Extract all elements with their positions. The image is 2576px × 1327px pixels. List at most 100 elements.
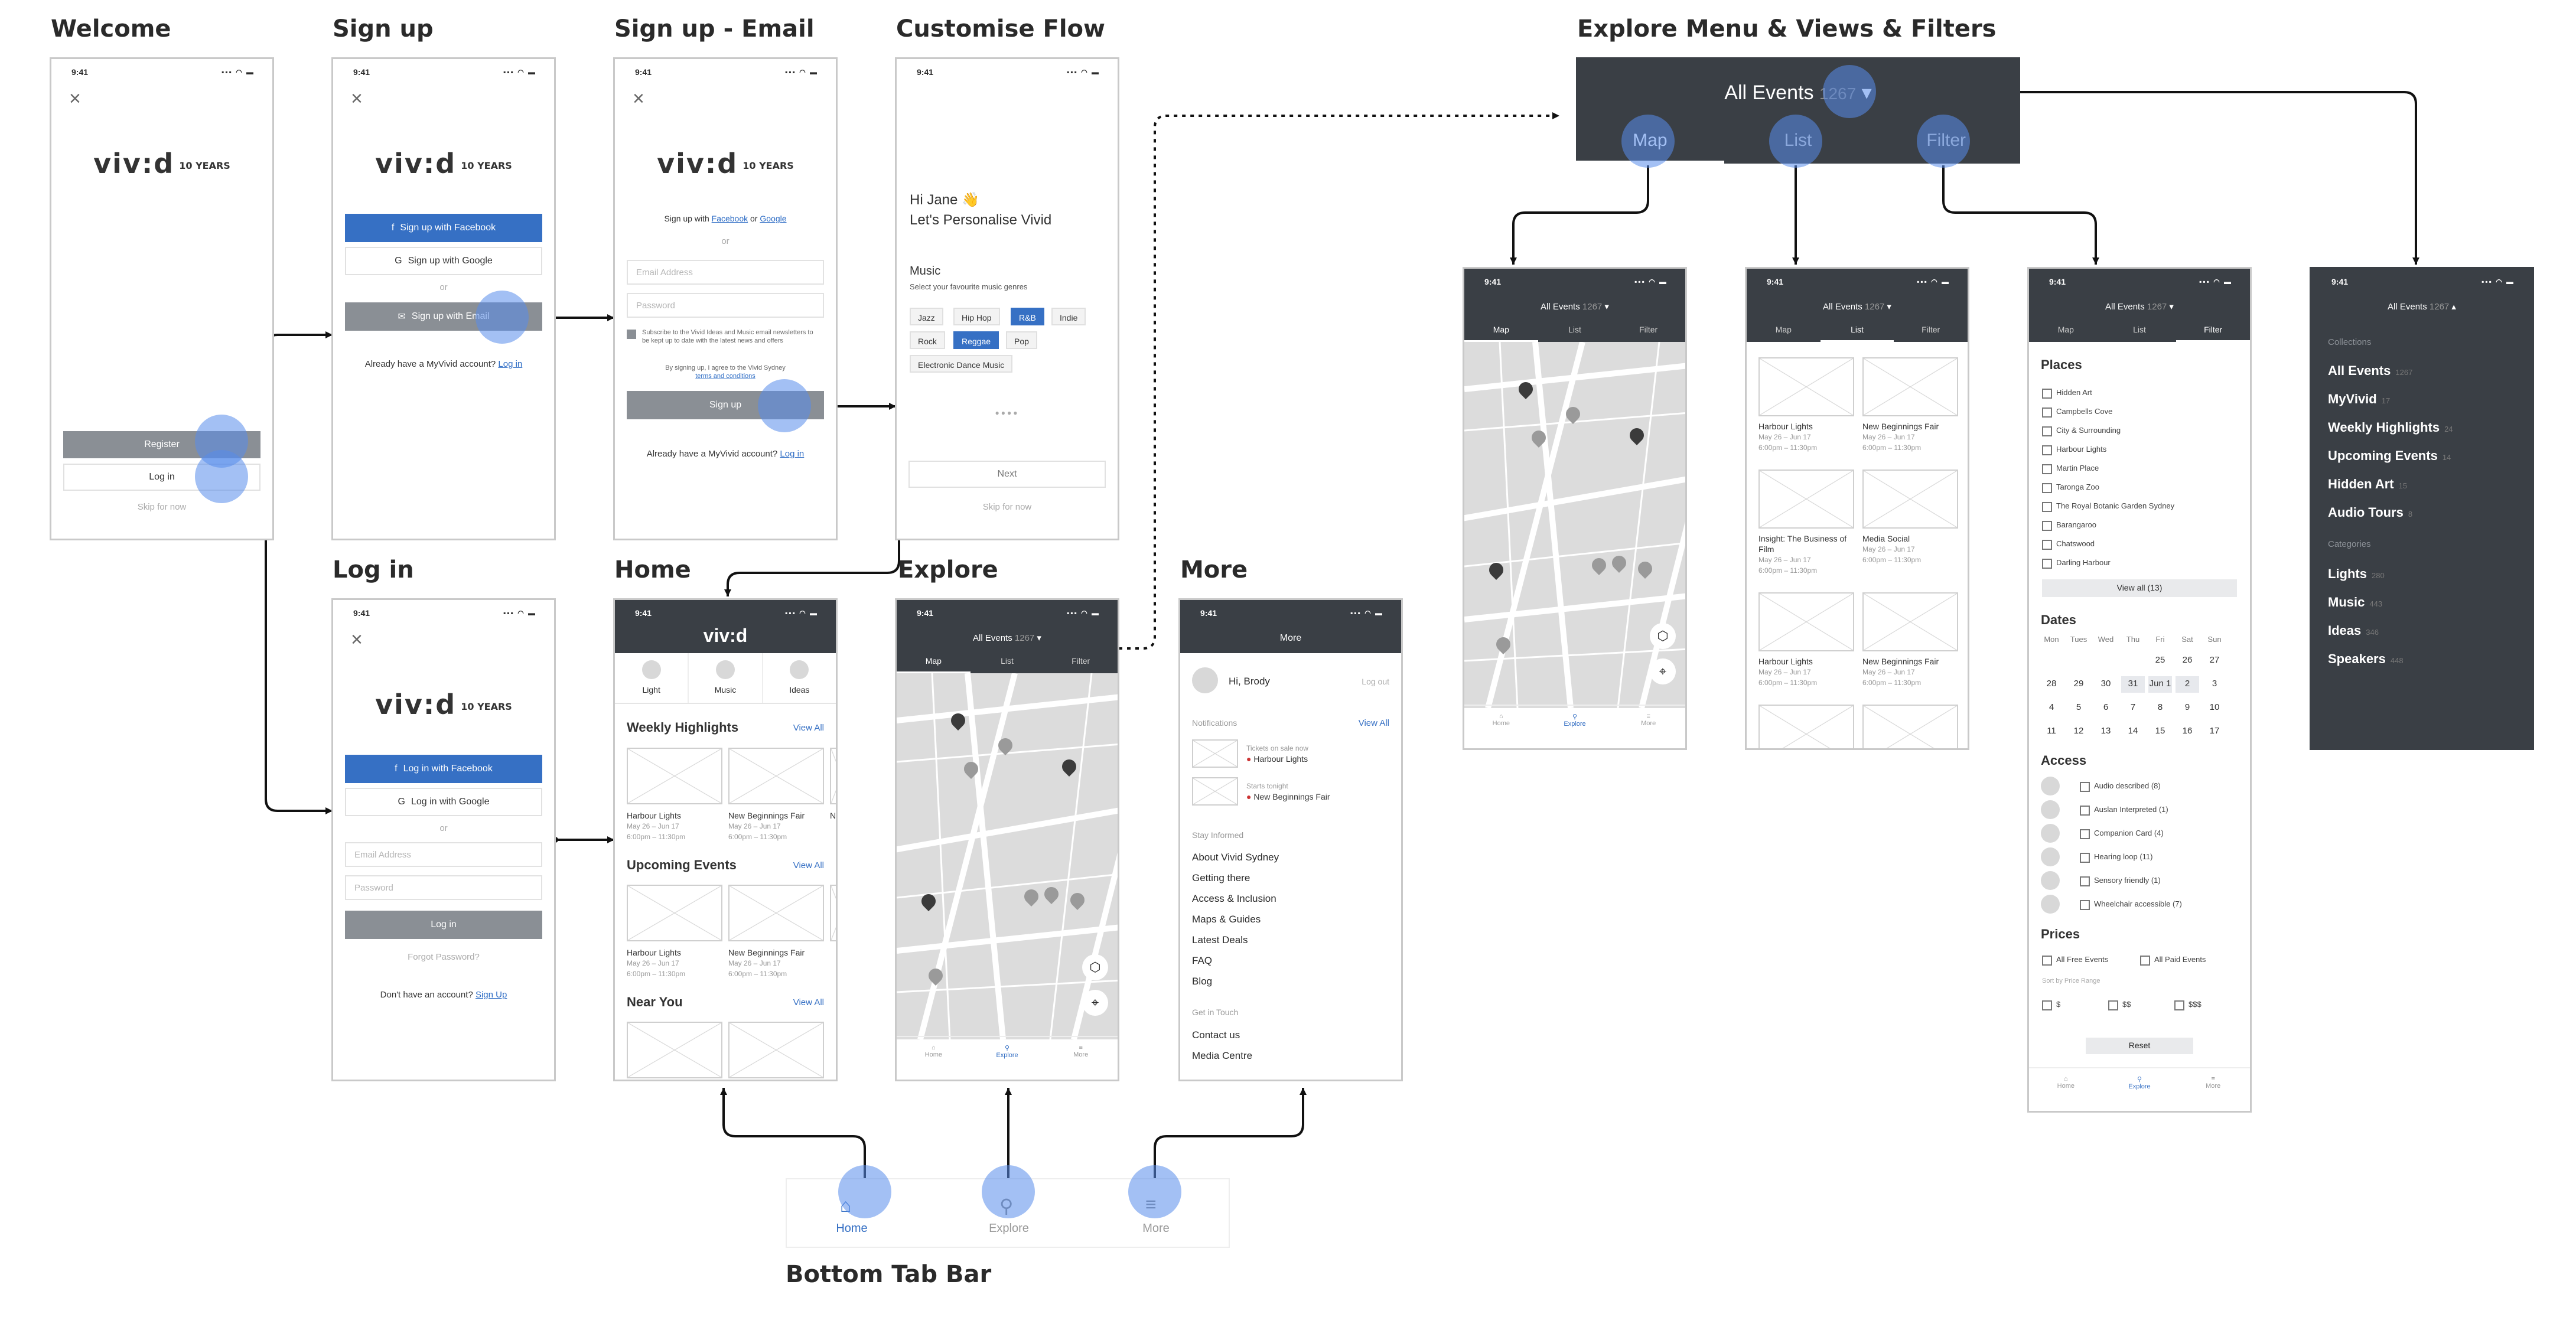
event-image[interactable] <box>830 748 836 804</box>
access-checkbox[interactable]: Audio described (8) <box>2080 781 2161 792</box>
login-submit-button[interactable]: Log in <box>345 911 542 939</box>
calendar-day[interactable]: 16 <box>2182 726 2193 736</box>
calendar-day[interactable]: 3 <box>2212 679 2217 689</box>
category-light[interactable]: Light <box>615 653 688 703</box>
calendar-day[interactable]: 25 <box>2155 655 2165 665</box>
view-all-link[interactable]: View All <box>793 723 824 733</box>
tab-map[interactable]: Map <box>1464 318 1538 342</box>
tier-checkbox[interactable]: $$ <box>2108 1000 2131 1010</box>
place-checkbox[interactable]: Darling Harbour <box>2042 558 2111 569</box>
calendar-day[interactable]: 28 <box>2046 679 2057 689</box>
calendar-day[interactable]: 26 <box>2182 655 2193 665</box>
tab-home-label[interactable]: Home <box>836 1222 868 1235</box>
calendar-day[interactable]: 8 <box>2157 702 2163 712</box>
tab-filter[interactable]: Filter <box>1639 325 1658 334</box>
email-field[interactable]: Email Address <box>345 842 542 867</box>
place-checkbox[interactable]: Barangaroo <box>2042 520 2096 531</box>
reset-button[interactable]: Reset <box>2086 1038 2193 1054</box>
view-all-link[interactable]: View All <box>793 997 824 1008</box>
genre-chip[interactable]: Indie <box>1051 308 1086 325</box>
calendar-day[interactable]: 29 <box>2073 679 2084 689</box>
calendar-day[interactable]: 2 <box>2176 676 2199 693</box>
skip-link[interactable]: Skip for now <box>137 502 187 512</box>
calendar-day[interactable]: 27 <box>2209 655 2220 665</box>
notification-image[interactable] <box>1192 777 1238 806</box>
link-deals[interactable]: Latest Deals <box>1192 934 1248 945</box>
calendar-day[interactable]: 5 <box>2076 702 2082 712</box>
next-button[interactable]: Next <box>908 461 1106 488</box>
login-link[interactable]: Log in <box>498 359 523 369</box>
event-image[interactable] <box>627 1022 722 1078</box>
event-image[interactable] <box>1758 705 1854 748</box>
tab-more[interactable]: ≡More <box>1073 1044 1089 1058</box>
tab-more[interactable]: ≡More <box>1641 713 1656 727</box>
category-music[interactable]: Music <box>688 653 761 703</box>
forgot-password-link[interactable]: Forgot Password? <box>408 952 480 962</box>
tab-map[interactable]: Map <box>1775 325 1792 334</box>
place-checkbox[interactable]: Harbour Lights <box>2042 445 2106 455</box>
event-image[interactable] <box>1862 705 1958 748</box>
logout-link[interactable]: Log out <box>1362 677 1389 686</box>
tab-filter[interactable]: Filter <box>1922 325 1940 334</box>
tab-home[interactable]: ⌂Home <box>1492 713 1510 727</box>
event-image[interactable] <box>627 748 722 804</box>
close-icon[interactable]: × <box>69 87 81 110</box>
access-checkbox[interactable]: Hearing loop (11) <box>2080 852 2152 863</box>
genre-chip-selected[interactable]: Reggae <box>953 331 999 349</box>
notification-text[interactable]: Tickets on sale now● Harbour Lights <box>1246 744 1308 764</box>
subscribe-checkbox[interactable] <box>627 330 636 339</box>
login-link[interactable]: Log in <box>780 449 805 459</box>
tab-list[interactable]: List <box>2133 325 2146 334</box>
link-media[interactable]: Media Centre <box>1192 1050 1253 1061</box>
calendar-day[interactable]: 31 <box>2121 676 2145 693</box>
place-checkbox[interactable]: City & Surrounding <box>2042 426 2121 436</box>
event-image[interactable] <box>1862 592 1958 651</box>
password-field[interactable]: Password <box>345 875 542 900</box>
calendar-day[interactable]: Jun 1 <box>2148 676 2172 693</box>
close-icon[interactable]: × <box>351 87 363 110</box>
calendar-day[interactable]: 14 <box>2128 726 2138 736</box>
calendar-day[interactable]: 11 <box>2047 726 2056 736</box>
calendar-day[interactable]: 10 <box>2209 702 2220 712</box>
event-map[interactable]: ⬡ ⌖ <box>1464 342 1685 708</box>
tab-home[interactable]: ⌂Home <box>2057 1075 2075 1090</box>
event-image[interactable] <box>830 885 836 941</box>
event-image[interactable] <box>1862 357 1958 416</box>
tab-explore-label[interactable]: Explore <box>989 1222 1029 1235</box>
view-all-link[interactable]: View All <box>793 860 824 870</box>
genre-chip[interactable]: Pop <box>1006 331 1037 349</box>
price-checkbox[interactable]: All Free Events <box>2042 955 2108 966</box>
all-events-dropdown[interactable]: All Events 1267 ▾ <box>973 633 1041 643</box>
tab-filter[interactable]: Filter <box>1072 656 1090 666</box>
link-blog[interactable]: Blog <box>1192 976 1213 987</box>
place-checkbox[interactable]: Chatswood <box>2042 539 2095 550</box>
event-image[interactable] <box>1862 469 1958 529</box>
skip-link[interactable]: Skip for now <box>982 502 1032 512</box>
calendar-day[interactable]: 7 <box>2130 702 2136 712</box>
calendar-day[interactable]: 13 <box>2100 726 2111 736</box>
access-checkbox[interactable]: Companion Card (4) <box>2080 829 2164 839</box>
category-ideas[interactable]: Ideas <box>761 653 836 703</box>
tier-checkbox[interactable]: $ <box>2042 1000 2060 1010</box>
calendar-day[interactable]: 4 <box>2049 702 2054 712</box>
place-checkbox[interactable]: Hidden Art <box>2042 388 2092 399</box>
price-checkbox[interactable]: All Paid Events <box>2140 955 2206 966</box>
event-image[interactable] <box>627 885 722 941</box>
terms-link[interactable]: terms and conditions <box>695 373 755 380</box>
tab-more-label[interactable]: More <box>1142 1222 1170 1235</box>
event-image[interactable] <box>728 1022 824 1078</box>
event-image[interactable] <box>1758 469 1854 529</box>
calendar-day[interactable]: 6 <box>2103 702 2109 712</box>
cube-icon[interactable]: ⬡ <box>1650 623 1676 649</box>
event-image[interactable] <box>1758 592 1854 651</box>
